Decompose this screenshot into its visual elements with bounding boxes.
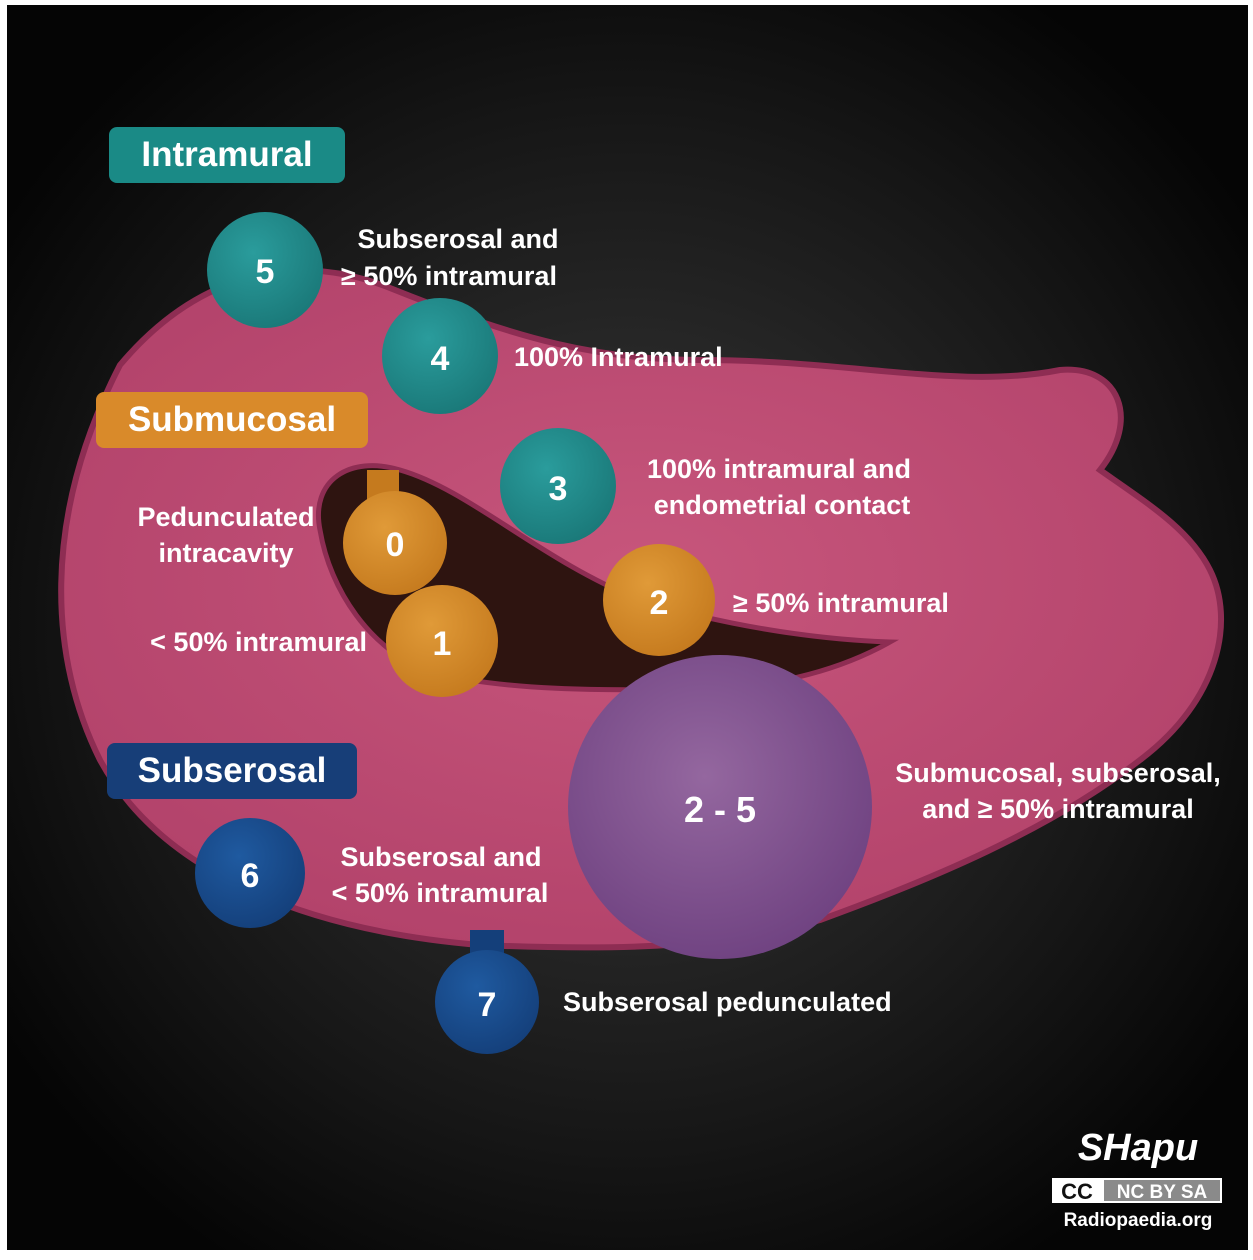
- category-submucosal-label: Submucosal: [128, 400, 336, 439]
- fibroid-type-6: 6 Subserosal and < 50% intramural: [195, 818, 548, 928]
- fibroid-type-5: 5 Subserosal and ≥ 50% intramural: [207, 212, 559, 328]
- fibroid-type-7: 7 Subserosal pedunculated: [435, 950, 892, 1054]
- type-7-circle: [435, 950, 539, 1054]
- fibroid-type-3: 3 100% intramural and endometrial contac…: [500, 428, 911, 544]
- category-intramural: Intramural: [109, 127, 345, 183]
- type-5-description-line-2: ≥ 50% intramural: [341, 261, 557, 291]
- type-3-description-line-1: 100% intramural and: [647, 454, 911, 484]
- type-7-number: 7: [478, 986, 497, 1024]
- type-3-circle: [500, 428, 616, 544]
- type-2-5-description-line-2: and ≥ 50% intramural: [922, 794, 1193, 824]
- fibroid-type-1: 1 < 50% intramural: [150, 585, 498, 697]
- type-6-circle: [195, 818, 305, 928]
- fibroid-type-2: 2 ≥ 50% intramural: [603, 544, 949, 656]
- type-6-description-line-2: < 50% intramural: [332, 878, 549, 908]
- type-1-number: 1: [433, 625, 452, 663]
- type-0-circle: [343, 491, 447, 595]
- type-3-description-line-2: endometrial contact: [654, 490, 911, 520]
- type-2-5-description-line-1: Submucosal, subserosal,: [895, 758, 1221, 788]
- type-1-description: < 50% intramural: [150, 627, 367, 657]
- category-subserosal: Subserosal: [107, 743, 357, 799]
- type-0-number: 0: [386, 526, 405, 564]
- type-5-circle: [207, 212, 323, 328]
- type-6-number: 6: [241, 857, 260, 895]
- type-2-5-number: 2 - 5: [684, 789, 756, 830]
- type-4-number: 4: [431, 340, 450, 378]
- author-signature: SHapu: [1078, 1127, 1198, 1169]
- type-7-description: Subserosal pedunculated: [563, 987, 892, 1017]
- type-0-description-line-2: intracavity: [158, 538, 293, 568]
- site-credit: Radiopaedia.org: [1064, 1210, 1213, 1231]
- license-terms-text: NC BY SA: [1117, 1182, 1208, 1203]
- fibroid-type-4: 4 100% Intramural: [382, 298, 723, 414]
- type-2-5-circle: [568, 655, 872, 959]
- fibroid-type-0: 0 Pedunculated intracavity: [137, 491, 447, 595]
- fibroid-type-2-5: 2 - 5 Submucosal, subserosal, and ≥ 50% …: [568, 655, 1221, 959]
- type-0-description-line-1: Pedunculated: [137, 502, 314, 532]
- credit-block: SHapu CC NC BY SA Radiopaedia.org: [1052, 1127, 1222, 1231]
- type-2-number: 2: [650, 584, 669, 622]
- license-cc-text: CC: [1061, 1179, 1093, 1204]
- category-submucosal: Submucosal: [96, 392, 368, 448]
- type-4-circle: [382, 298, 498, 414]
- type-3-number: 3: [549, 470, 568, 508]
- type-2-circle: [603, 544, 715, 656]
- type-1-circle: [386, 585, 498, 697]
- category-intramural-label: Intramural: [141, 135, 312, 174]
- license-terms-box: [1104, 1180, 1220, 1201]
- type-2-description: ≥ 50% intramural: [733, 588, 949, 618]
- license-cc-box: [1054, 1180, 1100, 1201]
- type-6-description-line-1: Subserosal and: [340, 842, 541, 872]
- type-5-description-line-1: Subserosal and: [357, 224, 558, 254]
- type-4-description: 100% Intramural: [514, 342, 723, 372]
- category-subserosal-label: Subserosal: [138, 751, 327, 790]
- type-5-number: 5: [256, 253, 275, 291]
